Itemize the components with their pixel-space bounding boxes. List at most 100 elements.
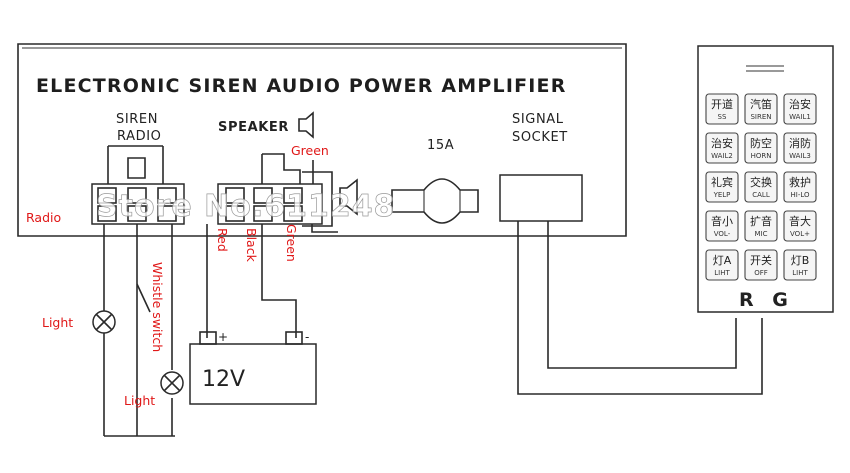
battery-plus: + xyxy=(218,330,228,344)
key-label-cn: 礼宾 xyxy=(711,175,733,189)
speaker-connector: SPEAKER Green xyxy=(217,111,358,227)
speaker-pin-2 xyxy=(253,187,273,204)
socket-label: SOCKET xyxy=(512,130,568,145)
key-face[interactable] xyxy=(705,249,739,281)
speaker-pin-4 xyxy=(225,205,245,222)
green-wire-label-top: Green xyxy=(291,143,329,158)
radio-label: RADIO xyxy=(117,129,161,144)
key-face[interactable] xyxy=(744,210,778,242)
signal-socket-box xyxy=(499,174,583,222)
key-label-cn: 音大 xyxy=(789,214,811,228)
key-face[interactable] xyxy=(705,171,739,203)
speaker-icon xyxy=(298,111,314,139)
key-face[interactable] xyxy=(783,93,817,125)
key-face[interactable] xyxy=(705,93,739,125)
key-label-en: LIHT xyxy=(714,269,730,277)
signal-label: SIGNAL xyxy=(512,112,564,127)
key-label-en: VOL- xyxy=(714,230,731,238)
key-face[interactable] xyxy=(783,249,817,281)
key-face[interactable] xyxy=(744,171,778,203)
siren-radio-connector: SIREN RADIO xyxy=(91,112,185,225)
key-face[interactable] xyxy=(744,93,778,125)
radio-wire-label: Radio xyxy=(26,210,61,225)
speaker-pin-5 xyxy=(253,205,273,222)
key-label-cn: 治安 xyxy=(789,97,811,111)
signal-cable-inner xyxy=(547,221,737,369)
siren-pin-1 xyxy=(97,187,117,204)
key-face[interactable] xyxy=(705,132,739,164)
battery-voltage: 12V xyxy=(202,367,245,392)
key-label-en: MIC xyxy=(755,230,768,238)
siren-connector-housing xyxy=(91,183,185,225)
siren-label: SIREN xyxy=(116,112,158,127)
speaker-label: SPEAKER xyxy=(218,120,289,135)
key-button[interactable]: 扩音 MIC xyxy=(744,210,778,242)
key-label-en: HORN xyxy=(751,152,772,160)
key-face[interactable] xyxy=(783,171,817,203)
battery: + - 12V xyxy=(189,330,317,405)
key-button[interactable]: 开关 OFF xyxy=(744,249,778,281)
battery-positive-terminal xyxy=(199,331,217,345)
key-label-en: CALL xyxy=(752,191,770,199)
key-label-en: OFF xyxy=(754,269,768,277)
key-button[interactable]: 礼宾 YELP xyxy=(705,171,739,203)
red-wire-label: Red xyxy=(215,228,230,252)
key-button[interactable]: 治安 WAIL1 xyxy=(783,93,817,125)
speaker-bracket xyxy=(261,153,314,186)
speaker-pin-3 xyxy=(283,187,303,204)
key-button[interactable]: 灯B LIHT xyxy=(783,249,817,281)
key-label-en: HI-LO xyxy=(790,191,810,199)
battery-body xyxy=(189,343,317,405)
key-face[interactable] xyxy=(705,210,739,242)
key-label-en: SS xyxy=(718,113,727,121)
key-label-cn: 防空 xyxy=(750,136,772,150)
key-label-cn: 开关 xyxy=(750,253,772,267)
key-label-cn: 灯B xyxy=(791,254,810,267)
green-wire-label: Green xyxy=(284,224,299,262)
key-label-cn: 扩音 xyxy=(750,214,772,228)
siren-pin-6 xyxy=(157,205,177,222)
controller-brand: R G xyxy=(739,289,794,311)
key-label-en: WAIL1 xyxy=(789,113,811,121)
fuse-label: 15A xyxy=(427,138,454,153)
speaker-pin-1 xyxy=(225,187,245,204)
siren-pin-5 xyxy=(127,205,147,222)
fuse-body xyxy=(391,178,479,224)
key-label-cn: 交换 xyxy=(750,175,772,189)
amplifier-panel: ELECTRONIC SIREN AUDIO POWER AMPLIFIER xyxy=(17,43,627,237)
light-left-bulb-icon xyxy=(95,313,113,331)
key-label-en: YELP xyxy=(713,191,731,199)
green-wire xyxy=(311,224,338,233)
whistle-switch-label: Whistle switch xyxy=(150,262,165,352)
key-button[interactable]: 交换 CALL xyxy=(744,171,778,203)
key-button[interactable]: 防空 HORN xyxy=(744,132,778,164)
key-face[interactable] xyxy=(783,132,817,164)
key-label-en: SIREN xyxy=(750,113,771,121)
amplifier-title: ELECTRONIC SIREN AUDIO POWER AMPLIFIER xyxy=(36,75,567,97)
key-label-cn: 汽笛 xyxy=(750,97,772,111)
battery-negative-terminal xyxy=(285,331,303,345)
light-left xyxy=(92,310,116,334)
speaker-connector-housing xyxy=(217,183,323,225)
light-bottom-label: Light xyxy=(124,393,155,408)
key-face[interactable] xyxy=(783,210,817,242)
battery-minus: - xyxy=(305,330,309,344)
siren-pin-3 xyxy=(157,187,177,204)
key-label-en: LIHT xyxy=(792,269,808,277)
key-label-en: WAIL2 xyxy=(711,152,733,160)
siren-latch xyxy=(127,157,146,179)
speaker-pin-6 xyxy=(283,205,303,222)
light-left-label: Light xyxy=(42,315,73,330)
siren-pin-4 xyxy=(97,205,117,222)
key-button[interactable]: 汽笛 SIREN xyxy=(744,93,778,125)
key-face[interactable] xyxy=(744,132,778,164)
key-face[interactable] xyxy=(744,249,778,281)
